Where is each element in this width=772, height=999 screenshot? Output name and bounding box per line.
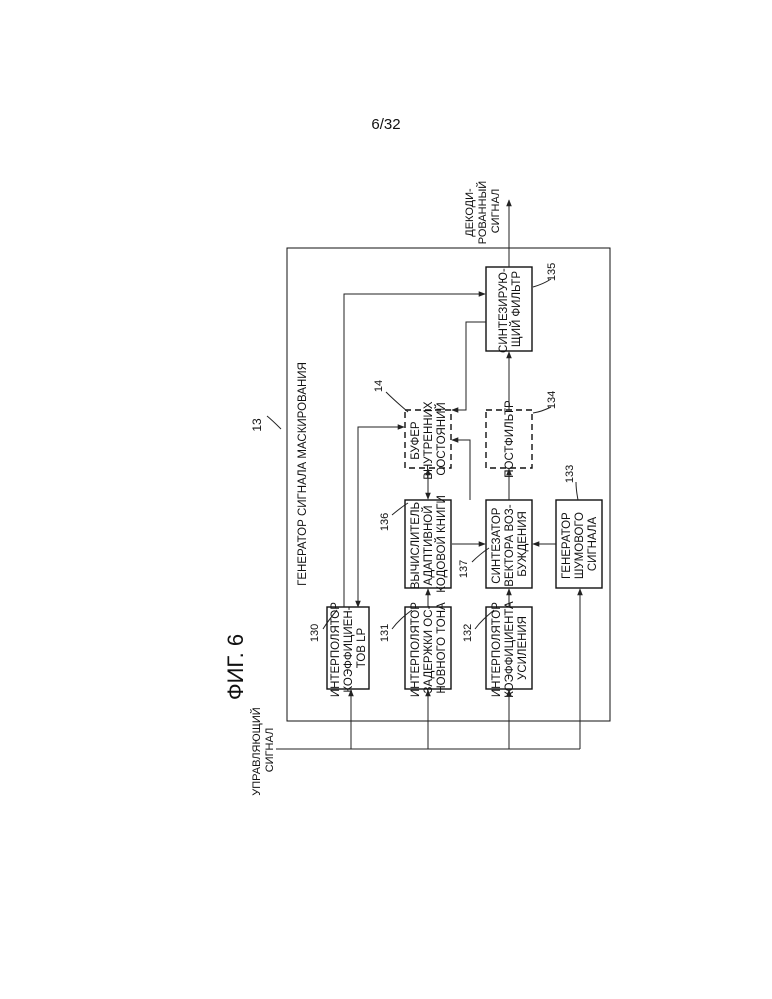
lp-interpolator-line-3: ТОВ LP — [356, 627, 368, 668]
svg-text:ИНТЕРПОЛЯТОР ЗАДЕРЖКИ ОС: ИНТЕРПОЛЯТОР ЗАДЕРЖКИ ОС- НОВНОГО ТОНА — [410, 599, 448, 697]
ref-13-leader — [267, 416, 281, 429]
excitation-synth-line-2: ВЕКТОРА ВОЗ- — [504, 504, 516, 586]
synthesis-filter-line-2: ЩИЙ ФИЛЬТР — [510, 271, 523, 347]
synthesis-filter-block: СИНТЕЗИРУЮ- ЩИЙ ФИЛЬТР — [486, 265, 532, 353]
input-label-line-2: СИГНАЛ — [264, 728, 276, 773]
adaptive-codebook-line-2: АДАПТИВНОЙ — [422, 506, 435, 586]
postfilter-block: ПОСТФИЛЬТР — [486, 400, 532, 478]
svg-text:СИНТЕЗИРУЮ- ЩИЙ ФИЛЬТР: СИНТЕЗИРУЮ- ЩИЙ ФИЛЬТР — [498, 265, 523, 353]
ref-137: 137 — [458, 560, 470, 578]
svg-text:СИНТЕЗАТОР ВЕКТОРА ВОЗ-: СИНТЕЗАТОР ВЕКТОРА ВОЗ- БУЖДЕНИЯ — [491, 501, 529, 586]
ref-133: 133 — [564, 465, 576, 483]
pitch-interpolator-line-2: ЗАДЕРЖКИ ОС- — [423, 606, 435, 694]
svg-text:ПОСТФИЛЬТР: ПОСТФИЛЬТР — [504, 400, 516, 478]
noise-generator-line-2: ШУМОВОГО — [574, 512, 586, 579]
noise-generator-line-1: ГЕНЕРАТОР — [561, 512, 573, 579]
ref-14: 14 — [373, 380, 385, 392]
output-label: ДЕКОДИ- РОВАННЫЙ СИГНАЛ — [464, 178, 502, 245]
excitation-synth-block: СИНТЕЗАТОР ВЕКТОРА ВОЗ- БУЖДЕНИЯ — [486, 500, 532, 588]
lp-interpolator-line-2: КОЭФФИЦИЕН- — [343, 606, 355, 692]
output-label-line-1: ДЕКОДИ- — [464, 188, 476, 237]
noise-generator-line-3: СИГНАЛА — [587, 517, 599, 572]
output-label-line-2: РОВАННЫЙ — [476, 181, 489, 245]
ref-131: 131 — [379, 624, 391, 642]
excitation-synth-line-1: СИНТЕЗАТОР — [491, 507, 503, 583]
state-buffer-block: БУФЕР ВНУТРЕННИХ СОСТОЯНИЙ — [405, 398, 451, 479]
synthesis-filter-line-1: СИНТЕЗИРУЮ- — [498, 268, 510, 353]
ref-130: 130 — [309, 624, 321, 642]
svg-text:ВЫЧИСЛИТЕЛЬ АДАПТИВНОЙ: ВЫЧИСЛИТЕЛЬ АДАПТИВНОЙ КОДОВОЙ КНИГИ — [410, 495, 448, 592]
pitch-interpolator-line-1: ИНТЕРПОЛЯТОР — [410, 602, 422, 697]
lp-interpolator-block: ИНТЕРПОЛЯТОР КОЭФФИЦИЕН- ТОВ LP — [327, 599, 369, 697]
figure-title: ФИГ. 6 — [223, 634, 248, 700]
adaptive-codebook-line-1: ВЫЧИСЛИТЕЛЬ — [410, 502, 422, 589]
ref-134: 134 — [546, 391, 558, 409]
svg-text:ГЕНЕРАТОР ШУМОВОГО: ГЕНЕРАТОР ШУМОВОГО СИГНАЛА — [561, 509, 599, 579]
adaptive-codebook-line-3: КОДОВОЙ КНИГИ — [435, 495, 448, 592]
state-buffer-line-2: ВНУТРЕННИХ — [423, 401, 435, 480]
postfilter-line-1: ПОСТФИЛЬТР — [504, 400, 516, 478]
gain-interpolator-line-1: ИНТЕРПОЛЯТОР — [491, 602, 503, 697]
ref-13: 13 — [250, 418, 264, 432]
input-label: УПРАВЛЯЮЩИЙ СИГНАЛ — [250, 704, 276, 796]
pitch-interpolator-line-3: НОВНОГО ТОНА — [436, 602, 448, 694]
adaptive-codebook-block: ВЫЧИСЛИТЕЛЬ АДАПТИВНОЙ КОДОВОЙ КНИГИ — [405, 495, 451, 592]
ref-135: 135 — [546, 263, 558, 281]
gain-interpolator-line-2: КОЭФФИЦИЕНТА — [504, 601, 516, 698]
input-label-line-1: УПРАВЛЯЮЩИЙ — [250, 707, 263, 795]
generator-label: ГЕНЕРАТОР СИГНАЛА МАСКИРОВАНИЯ — [297, 362, 309, 586]
pitch-interpolator-block: ИНТЕРПОЛЯТОР ЗАДЕРЖКИ ОС- НОВНОГО ТОНА — [405, 599, 451, 697]
excitation-synth-line-3: БУЖДЕНИЯ — [517, 511, 529, 577]
state-buffer-line-1: БУФЕР — [410, 421, 422, 460]
noise-generator-block: ГЕНЕРАТОР ШУМОВОГО СИГНАЛА — [556, 500, 602, 588]
ref-132: 132 — [462, 624, 474, 642]
ref-136: 136 — [379, 513, 391, 531]
output-label-line-3: СИГНАЛ — [490, 189, 502, 234]
gain-interpolator-line-3: УСИЛЕНИЯ — [517, 616, 529, 680]
state-buffer-line-3: СОСТОЯНИЙ — [435, 402, 448, 475]
gain-interpolator-block: ИНТЕРПОЛЯТОР КОЭФФИЦИЕНТА УСИЛЕНИЯ — [486, 598, 532, 698]
